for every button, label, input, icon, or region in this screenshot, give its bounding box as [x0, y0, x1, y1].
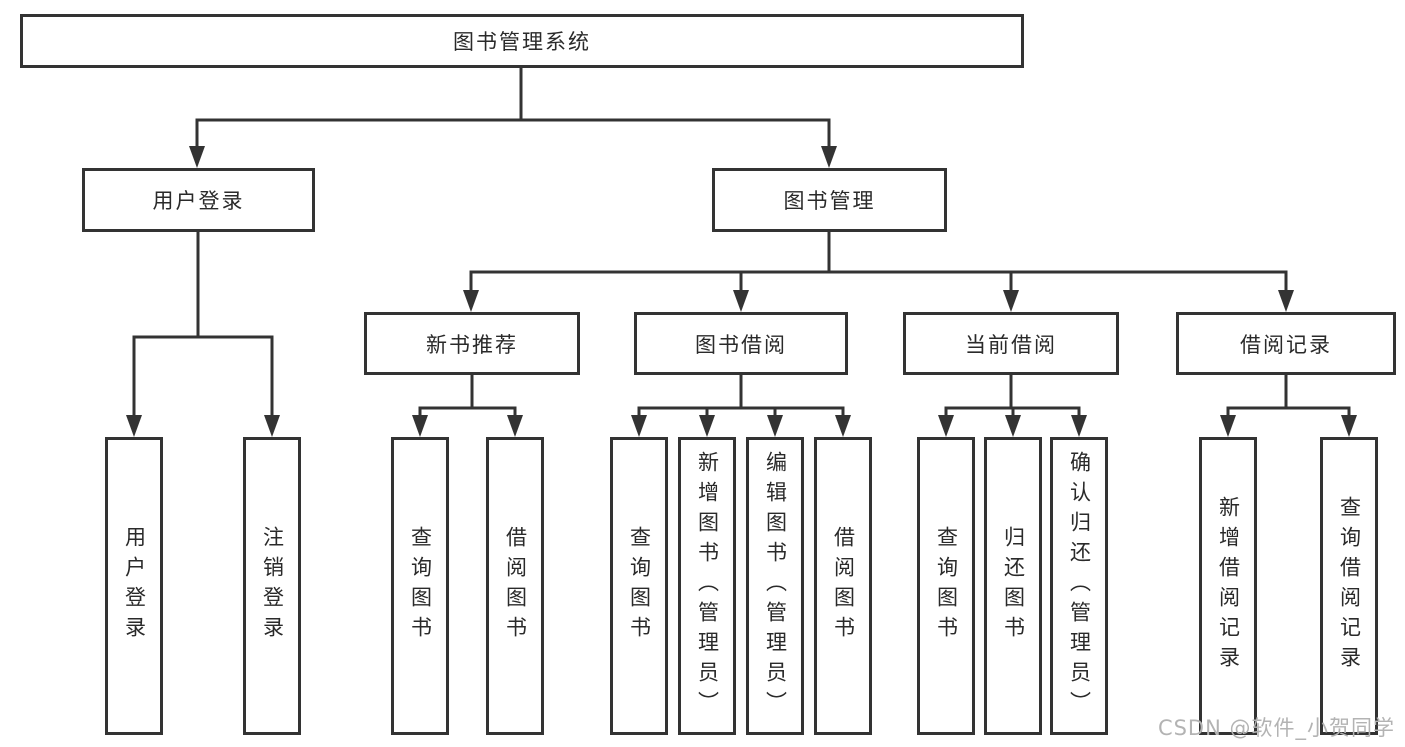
- leaf-cb-confirm-return-admin: 确认归还（管理员）: [1050, 437, 1108, 735]
- leaf-cb-return-books: 归还图书: [984, 437, 1042, 735]
- node-user-login: 用户登录: [82, 168, 315, 232]
- leaf-bb-query-books: 查询图书: [610, 437, 668, 735]
- node-book-borrowing: 图书借阅: [634, 312, 848, 375]
- node-new-book-recommendation: 新书推荐: [364, 312, 580, 375]
- leaf-bb-borrow-books: 借阅图书: [814, 437, 872, 735]
- csdn-watermark: CSDN @软件_小贺同学: [1157, 716, 1395, 740]
- leaf-bb-edit-books-admin: 编辑图书（管理员）: [746, 437, 804, 735]
- leaf-br-query-borrow-record: 查询借阅记录: [1320, 437, 1378, 735]
- node-root: 图书管理系统: [20, 14, 1024, 68]
- leaf-user-login: 用户登录: [105, 437, 163, 735]
- node-borrowing-records: 借阅记录: [1176, 312, 1396, 375]
- node-book-management: 图书管理: [712, 168, 947, 232]
- leaf-cb-query-books: 查询图书: [917, 437, 975, 735]
- leaf-nbr-borrow-books: 借阅图书: [486, 437, 544, 735]
- leaf-bb-add-books-admin: 新增图书（管理员）: [678, 437, 736, 735]
- leaf-br-add-borrow-record: 新增借阅记录: [1199, 437, 1257, 735]
- node-current-borrowing: 当前借阅: [903, 312, 1119, 375]
- leaf-logout: 注销登录: [243, 437, 301, 735]
- leaf-nbr-query-books: 查询图书: [391, 437, 449, 735]
